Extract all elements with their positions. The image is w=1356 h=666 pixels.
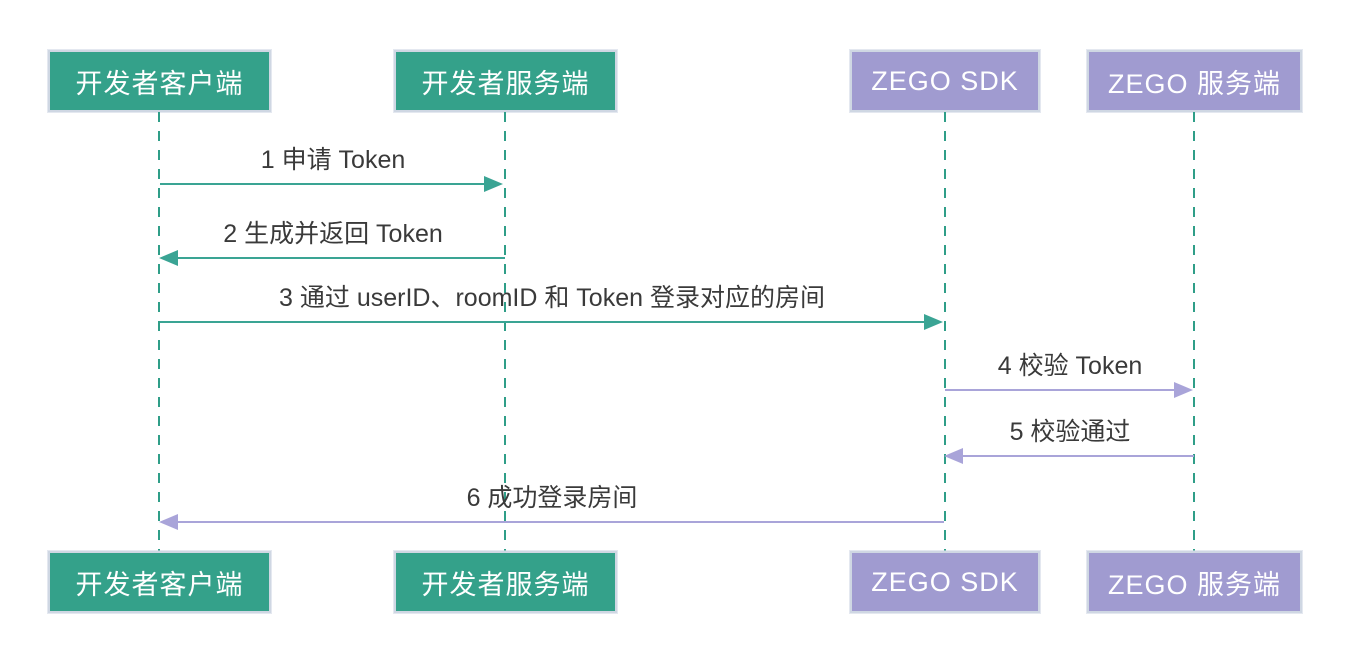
message-1-arrowhead-right-icon xyxy=(484,176,503,192)
lifeline-zego-sdk xyxy=(944,112,946,551)
participant-box-zego-server-bottom: ZEGO 服务端 xyxy=(1087,551,1302,613)
message-6-line xyxy=(178,521,944,523)
message-3-arrowhead-right-icon xyxy=(924,314,943,330)
lifeline-dev-server xyxy=(504,112,506,551)
message-1-line xyxy=(160,183,485,185)
message-2-line xyxy=(178,257,505,259)
lifeline-zego-server xyxy=(1193,112,1195,551)
participant-box-dev-client-bottom: 开发者客户端 xyxy=(48,551,271,613)
message-2-arrowhead-left-icon xyxy=(159,250,178,266)
message-4-arrowhead-right-icon xyxy=(1174,382,1193,398)
message-5-line xyxy=(963,455,1194,457)
message-1-label: 1 申请 Token xyxy=(260,146,406,174)
message-4-line xyxy=(945,389,1175,391)
participant-box-zego-sdk-top: ZEGO SDK xyxy=(850,50,1040,112)
message-4-label: 4 校验 Token xyxy=(997,352,1143,380)
message-3-label: 3 通过 userID、roomID 和 Token 登录对应的房间 xyxy=(279,284,825,312)
participant-box-dev-server-top: 开发者服务端 xyxy=(394,50,617,112)
participant-box-dev-client-top: 开发者客户端 xyxy=(48,50,271,112)
message-3-line xyxy=(160,321,925,323)
message-6-arrowhead-left-icon xyxy=(159,514,178,530)
participant-box-zego-sdk-bottom: ZEGO SDK xyxy=(850,551,1040,613)
message-5-label: 5 校验通过 xyxy=(1009,418,1131,446)
message-2-label: 2 生成并返回 Token xyxy=(223,220,443,248)
participant-box-zego-server-top: ZEGO 服务端 xyxy=(1087,50,1302,112)
participant-box-dev-server-bottom: 开发者服务端 xyxy=(394,551,617,613)
lifeline-dev-client xyxy=(158,112,160,551)
message-5-arrowhead-left-icon xyxy=(944,448,963,464)
message-6-label: 6 成功登录房间 xyxy=(466,484,638,512)
